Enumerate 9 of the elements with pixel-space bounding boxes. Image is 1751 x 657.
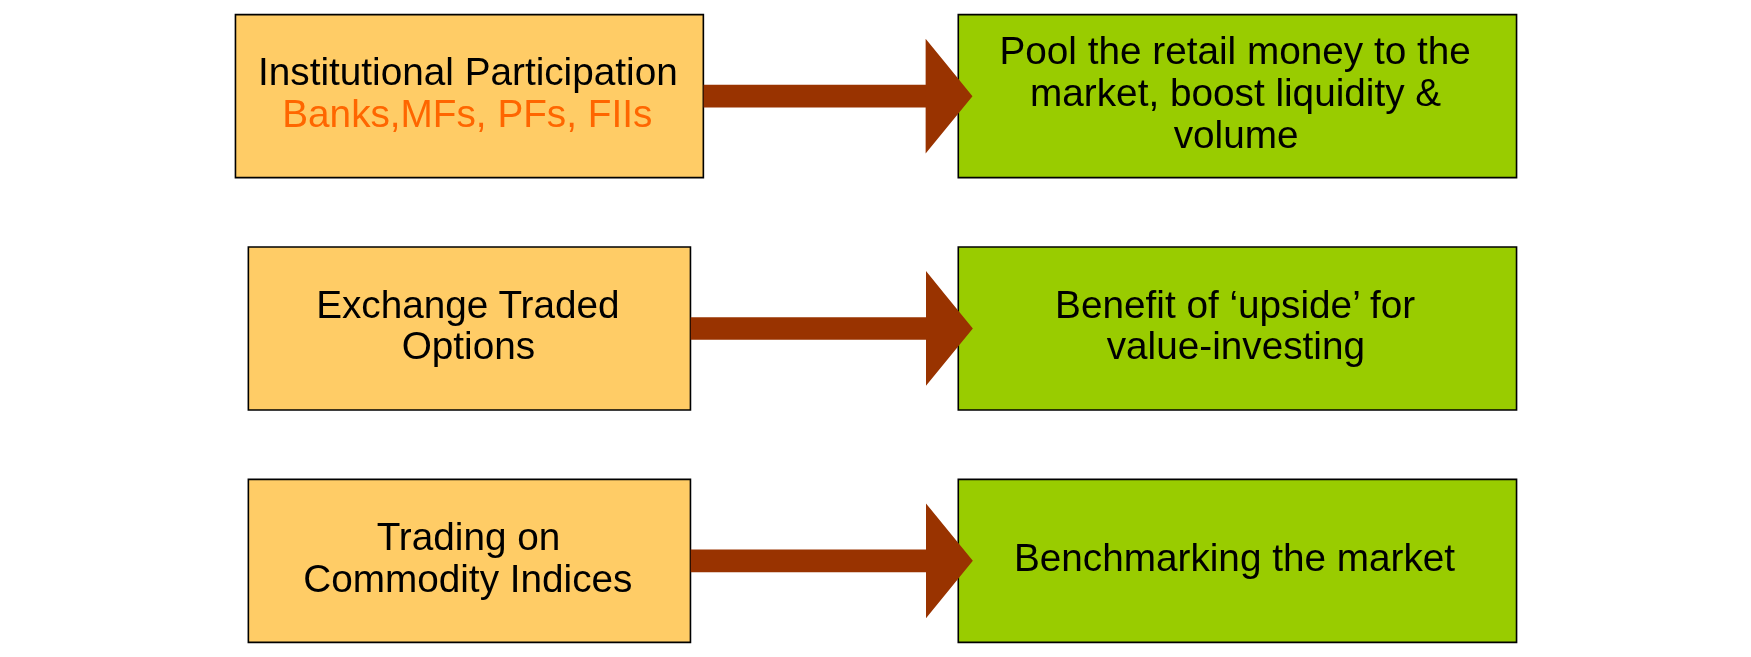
node-box: Exchange Traded Options <box>247 246 691 411</box>
arrow <box>690 271 973 386</box>
node-box: Pool the retail money to the market, boost liquidity & volume <box>957 13 1517 179</box>
arrow <box>690 503 973 619</box>
node-box: Benchmarking the market <box>957 478 1517 644</box>
node-box: Trading on Commodity Indices <box>247 478 691 644</box>
arrow <box>703 38 972 154</box>
node-box: Institutional Participation Banks,MFs, PFs, FIIs <box>234 13 704 179</box>
node-box: Benefit of ‘upside’ for value-investing <box>957 246 1517 411</box>
